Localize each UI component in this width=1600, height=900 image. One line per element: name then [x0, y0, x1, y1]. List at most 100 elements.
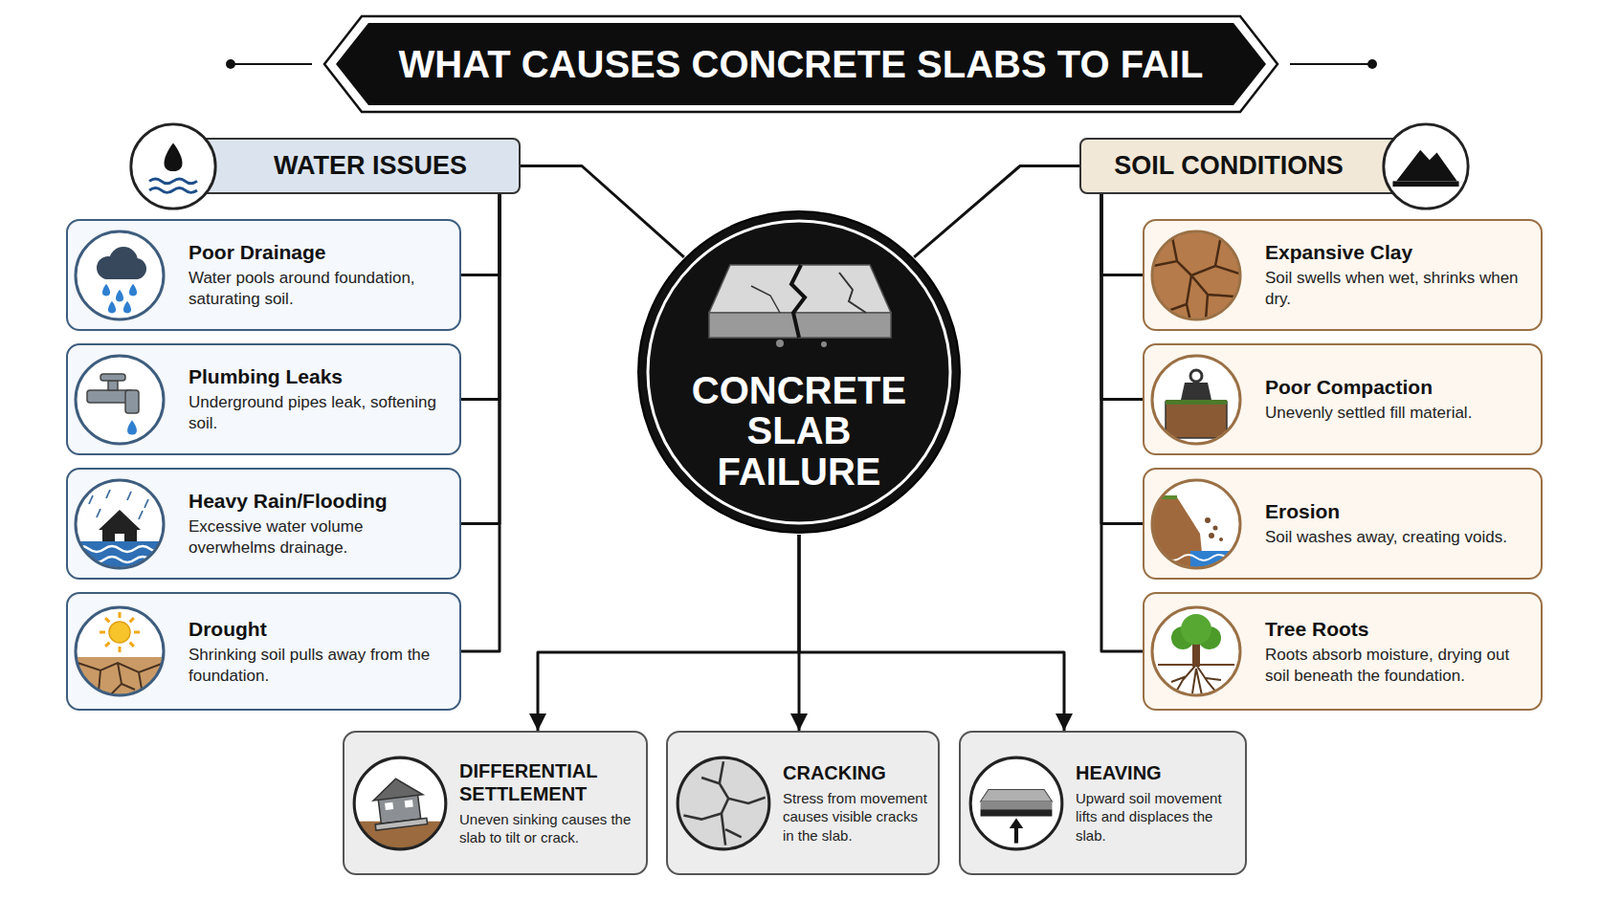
node-body: Upward soil movement lifts and displaces… — [1075, 789, 1238, 846]
icon-art — [1148, 227, 1245, 324]
icon-ring — [1152, 607, 1241, 696]
text-group: HEAVING Upward soil movement lifts and di… — [1075, 761, 1238, 846]
cause-box: ErosionSoil washes away, creating voids. — [1142, 467, 1543, 580]
icon-shape — [404, 800, 414, 808]
text-group: Heavy Rain/FloodingExcessive water volum… — [188, 488, 450, 559]
weight-handle — [1190, 370, 1202, 382]
title-rule — [1289, 63, 1373, 66]
flood-water — [71, 541, 168, 580]
rain-line — [96, 509, 101, 518]
text-group: DIFFERENTIAL SETTLEMENTUneven sinking ca… — [459, 759, 639, 848]
icon-badge — [350, 754, 450, 854]
node-heading: Drought — [188, 617, 450, 643]
icon-badge — [673, 754, 774, 854]
icon-badge — [71, 227, 168, 324]
wave-line — [73, 556, 166, 563]
connector-line — [461, 194, 500, 652]
slab-crack — [839, 272, 867, 313]
crown — [1180, 614, 1212, 645]
icon-badge — [1148, 227, 1245, 324]
node-heading: Tree Roots — [1265, 617, 1532, 643]
category-header: WATER ISSUES — [172, 137, 521, 195]
rain-line — [144, 499, 149, 509]
icon-ring — [131, 123, 216, 208]
text-group: Tree RootsRoots absorb moisture, drying … — [1265, 617, 1532, 688]
icon-shape — [108, 380, 118, 391]
rock — [1213, 525, 1219, 531]
icon-ground — [131, 123, 216, 208]
slab-top — [980, 789, 1053, 801]
icon-badge — [1148, 352, 1245, 448]
rain-line — [88, 495, 93, 505]
cause-box: Poor DrainageWater pools around foundati… — [66, 219, 462, 332]
water-drop — [102, 283, 111, 296]
effect-box: DIFFERENTIAL SETTLEMENTUneven sinking ca… — [342, 731, 648, 876]
icon-shape — [100, 374, 126, 381]
slab-crack — [791, 265, 805, 338]
rain-line — [138, 511, 143, 520]
icon-art — [71, 612, 168, 706]
icon-ground — [75, 231, 164, 320]
title-dot — [225, 59, 236, 69]
node-heading: CONCRETE SLAB FAILURE — [673, 370, 925, 492]
water-drop — [123, 300, 132, 313]
node-body: Soil swells when wet, shrinks when dry. — [1265, 267, 1532, 311]
icon-badge — [71, 352, 168, 448]
ground-crack — [77, 663, 162, 696]
icon-ring — [1152, 231, 1241, 320]
sun-ray — [130, 618, 134, 623]
icon-art — [1392, 149, 1459, 186]
node-heading: Poor Compaction — [1265, 375, 1472, 400]
text-group: CONCRETE SLAB FAILURE — [673, 370, 925, 492]
rock — [1204, 517, 1211, 524]
node-heading: WATER ISSUES — [273, 151, 467, 181]
node-body: Uneven sinking causes the slab to tilt o… — [459, 810, 639, 848]
rain-line — [127, 491, 132, 501]
title-dot — [1367, 59, 1378, 69]
house — [370, 775, 428, 830]
icon-ring — [354, 757, 446, 850]
rubble — [821, 341, 827, 348]
wave-line — [149, 177, 198, 183]
icon-badge — [1379, 120, 1472, 213]
circle-fill — [638, 211, 960, 534]
connector-line — [1101, 194, 1143, 276]
title: WHAT CAUSES CONCRETE SLABS TO FAIL — [368, 22, 1234, 106]
icon-ring — [970, 757, 1063, 850]
water-drop — [127, 420, 137, 435]
icon-ground — [1383, 123, 1468, 208]
cause-box: DroughtShrinking soil pulls away from th… — [66, 592, 462, 712]
arrow-shaft — [1014, 826, 1019, 844]
icon-art — [87, 374, 139, 436]
mountain — [1396, 149, 1457, 181]
icon-art — [149, 142, 198, 193]
icon-ground — [75, 355, 164, 445]
text-group: Plumbing LeaksUnderground pipes leak, so… — [188, 364, 450, 435]
rock — [1219, 537, 1223, 542]
mountain-base — [1392, 180, 1459, 187]
circle-ring — [647, 221, 951, 524]
node-body: Underground pipes leak, softening soil. — [188, 392, 450, 435]
node-heading: HEAVING — [1075, 761, 1238, 785]
title-rule — [230, 63, 312, 66]
cause-box: Expansive ClaySoil swells when wet, shri… — [1142, 219, 1543, 332]
connector-line — [461, 194, 500, 400]
sun-ray — [105, 643, 110, 647]
node-body: Excessive water volume overwhelms draina… — [188, 516, 450, 559]
icon-ground — [677, 757, 770, 850]
icon-shape — [125, 390, 139, 414]
sun — [109, 622, 131, 644]
concrete-surface — [677, 757, 770, 850]
connector-line — [1101, 194, 1143, 525]
icon-ground — [970, 757, 1063, 850]
icon-shape — [371, 776, 423, 801]
text-group: CRACKINGStress from movement causes visi… — [782, 761, 931, 846]
node-body: Shrinking soil pulls away from the found… — [188, 644, 450, 688]
icon-art — [677, 757, 770, 850]
icon-art — [71, 489, 168, 580]
icon-art — [1165, 370, 1227, 439]
icon-badge — [1148, 476, 1245, 573]
sun-ray — [99, 631, 106, 635]
soil-block — [1165, 401, 1227, 439]
